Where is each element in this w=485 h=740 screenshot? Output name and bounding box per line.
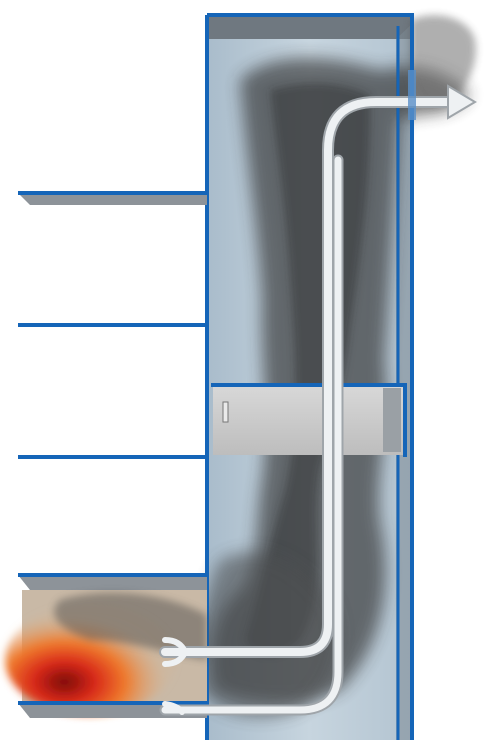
roof-vent	[408, 70, 416, 120]
upper-floor-slab	[18, 193, 207, 205]
transfer-duct	[211, 385, 405, 457]
